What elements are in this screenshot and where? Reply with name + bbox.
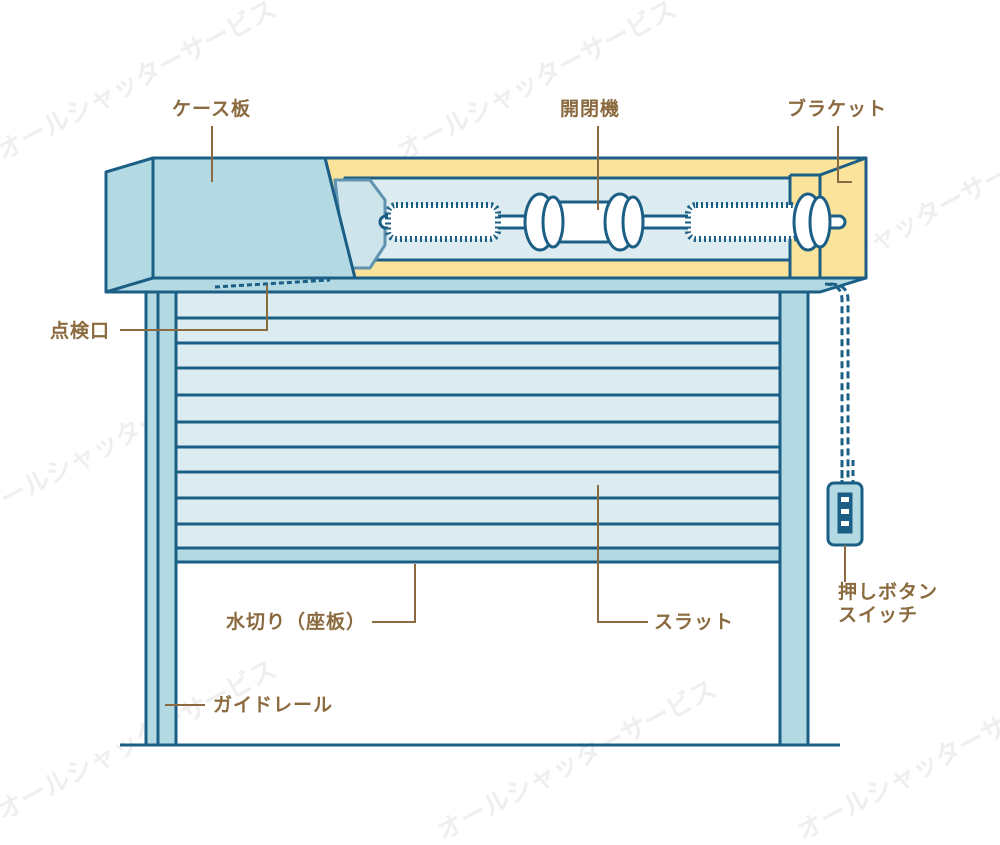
right-guide-rail — [778, 290, 810, 747]
case-ledge — [104, 276, 868, 294]
label-opener: 開閉機 — [560, 98, 621, 120]
case-plate — [151, 156, 357, 280]
slat-lines — [176, 316, 780, 526]
bottom-bar — [174, 546, 792, 564]
opener-motor — [523, 192, 832, 252]
label-bottom-bar: 水切り（座板） — [226, 611, 367, 633]
spring-right — [685, 202, 803, 242]
leader-lines — [120, 126, 852, 706]
left-guide-rail — [144, 290, 178, 747]
spring-left — [385, 202, 501, 242]
switch-cable — [824, 282, 844, 485]
case-side — [104, 156, 155, 294]
label-bracket: ブラケット — [787, 98, 888, 120]
label-switch-line1: 押しボタン — [838, 581, 939, 603]
label-switch-line2: スイッチ — [838, 604, 919, 626]
label-case-plate: ケース板 — [172, 98, 252, 120]
label-inspection-port: 点検口 — [50, 320, 111, 342]
label-slat: スラット — [654, 611, 735, 633]
label-guide-rail: ガイドレール — [213, 694, 334, 716]
inspection-port — [214, 278, 331, 289]
